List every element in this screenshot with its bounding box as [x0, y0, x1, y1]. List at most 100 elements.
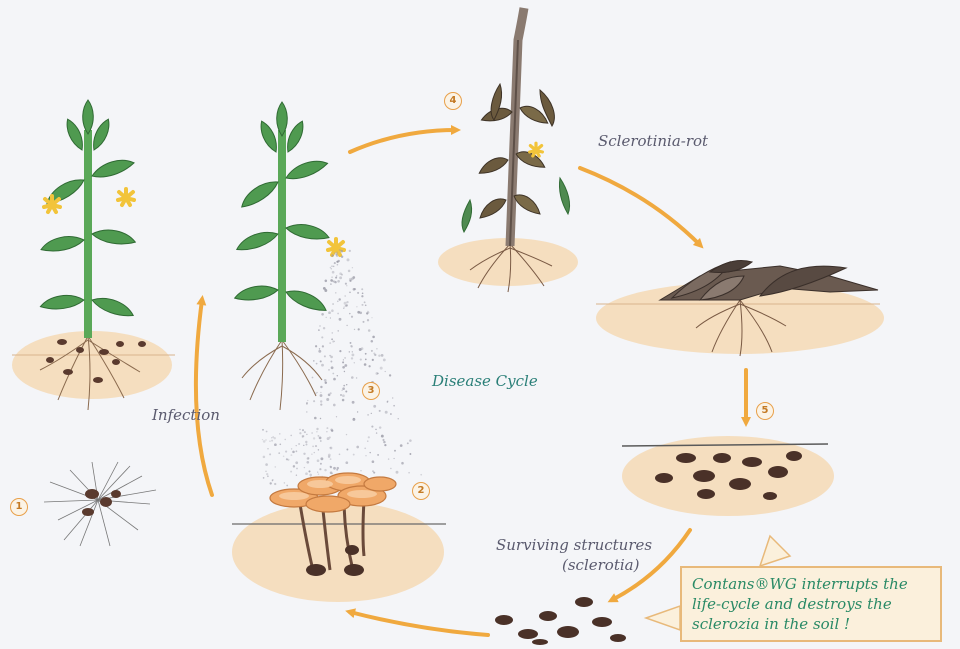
spore-dot	[267, 448, 269, 450]
spore-dot	[319, 440, 322, 442]
spore-dot	[329, 471, 333, 475]
spore-dot	[364, 352, 367, 355]
spore-dot	[324, 468, 327, 472]
spore-dot	[321, 336, 324, 339]
spore-dot	[406, 442, 409, 445]
spore-dot	[342, 359, 345, 361]
spore-dot	[323, 355, 326, 358]
spore-dot	[350, 357, 354, 360]
step-number-4: 4	[444, 92, 462, 110]
spore-dot	[306, 460, 310, 464]
spore-dot	[322, 326, 326, 330]
spore-dot	[269, 482, 272, 485]
spore-dot	[345, 304, 349, 307]
spore-dot	[331, 270, 335, 274]
dying-plant	[438, 7, 578, 293]
spore-dot	[274, 482, 277, 486]
spore-dot	[319, 394, 323, 397]
spore-dot	[335, 292, 337, 294]
spore-dot	[267, 475, 269, 478]
spore-dot	[284, 438, 286, 441]
spore-dot	[330, 360, 333, 363]
spore-dot	[346, 258, 350, 262]
spore-dot	[382, 358, 386, 362]
spore-dot	[333, 262, 336, 265]
spore-dot	[314, 416, 317, 420]
spore-dot	[420, 473, 423, 476]
spore-dot	[318, 349, 322, 353]
spore-dot	[378, 409, 381, 412]
spore-dot	[332, 303, 335, 305]
spore-dot	[262, 428, 264, 431]
spore-dot	[371, 425, 374, 428]
spore-dot	[332, 403, 336, 407]
spore-dot	[326, 431, 328, 433]
spore-dot	[333, 280, 336, 283]
spore-dot	[341, 398, 345, 402]
collapsed-rotten-plant	[596, 259, 884, 357]
spore-dot	[350, 345, 352, 347]
callout-arrows	[643, 534, 792, 632]
spore-dot	[290, 470, 293, 473]
spore-dot	[335, 276, 338, 279]
cycle-arrows	[193, 125, 751, 637]
step-number-2: 2	[412, 482, 430, 500]
spore-dot	[313, 360, 315, 362]
spore-dot	[355, 377, 358, 379]
spore-dot	[349, 341, 352, 344]
spore-dot	[309, 473, 313, 477]
spore-dot	[349, 291, 351, 294]
spore-dot	[345, 390, 348, 393]
spore-dot	[340, 255, 344, 259]
spore-dot	[351, 351, 353, 353]
spore-dot	[265, 430, 268, 433]
spore-dot	[307, 457, 310, 460]
spore-dot	[389, 413, 392, 415]
arrow-to-surviving	[607, 528, 692, 603]
spore-dot	[393, 457, 395, 460]
spore-dot	[367, 329, 371, 332]
spore-dot	[329, 466, 333, 469]
spore-dot	[344, 364, 348, 367]
spore-dot	[378, 354, 381, 357]
spore-dot	[338, 248, 341, 252]
spore-dot	[335, 416, 338, 418]
spore-dot	[307, 399, 309, 402]
spore-dot	[408, 471, 410, 474]
spore-dot	[324, 381, 328, 384]
spore-dot	[329, 392, 332, 395]
spore-dot	[357, 291, 360, 294]
spore-dot	[329, 458, 332, 460]
spore-dot	[282, 455, 285, 458]
spore-dot	[366, 319, 370, 322]
spore-dot	[321, 345, 325, 348]
spore-dot	[336, 253, 338, 256]
spore-dot	[369, 451, 371, 454]
spore-dot	[262, 455, 266, 459]
spore-dot	[358, 348, 362, 351]
spore-dot	[330, 355, 333, 359]
spore-dot	[290, 448, 293, 450]
spore-dot	[333, 377, 336, 381]
spore-dot	[296, 467, 298, 470]
spore-dot	[318, 329, 320, 331]
spore-dot	[352, 276, 356, 279]
spore-dot	[338, 317, 342, 321]
spore-dot	[361, 288, 364, 291]
spore-dot	[384, 410, 388, 414]
spore-dot	[343, 307, 345, 309]
spore-dot	[336, 263, 339, 266]
spore-dot	[265, 470, 267, 472]
spore-dot	[357, 328, 360, 331]
spore-dot	[353, 362, 355, 364]
spore-dot	[295, 461, 299, 465]
spore-dot	[338, 453, 341, 456]
spore-dot	[339, 276, 343, 280]
spore-dot	[316, 391, 318, 394]
spore-dot	[341, 389, 343, 391]
spore-dot	[319, 360, 322, 363]
spore-dot	[316, 459, 320, 463]
spore-dot	[265, 439, 267, 441]
spore-dot	[361, 295, 364, 298]
spore-dot	[344, 282, 347, 285]
